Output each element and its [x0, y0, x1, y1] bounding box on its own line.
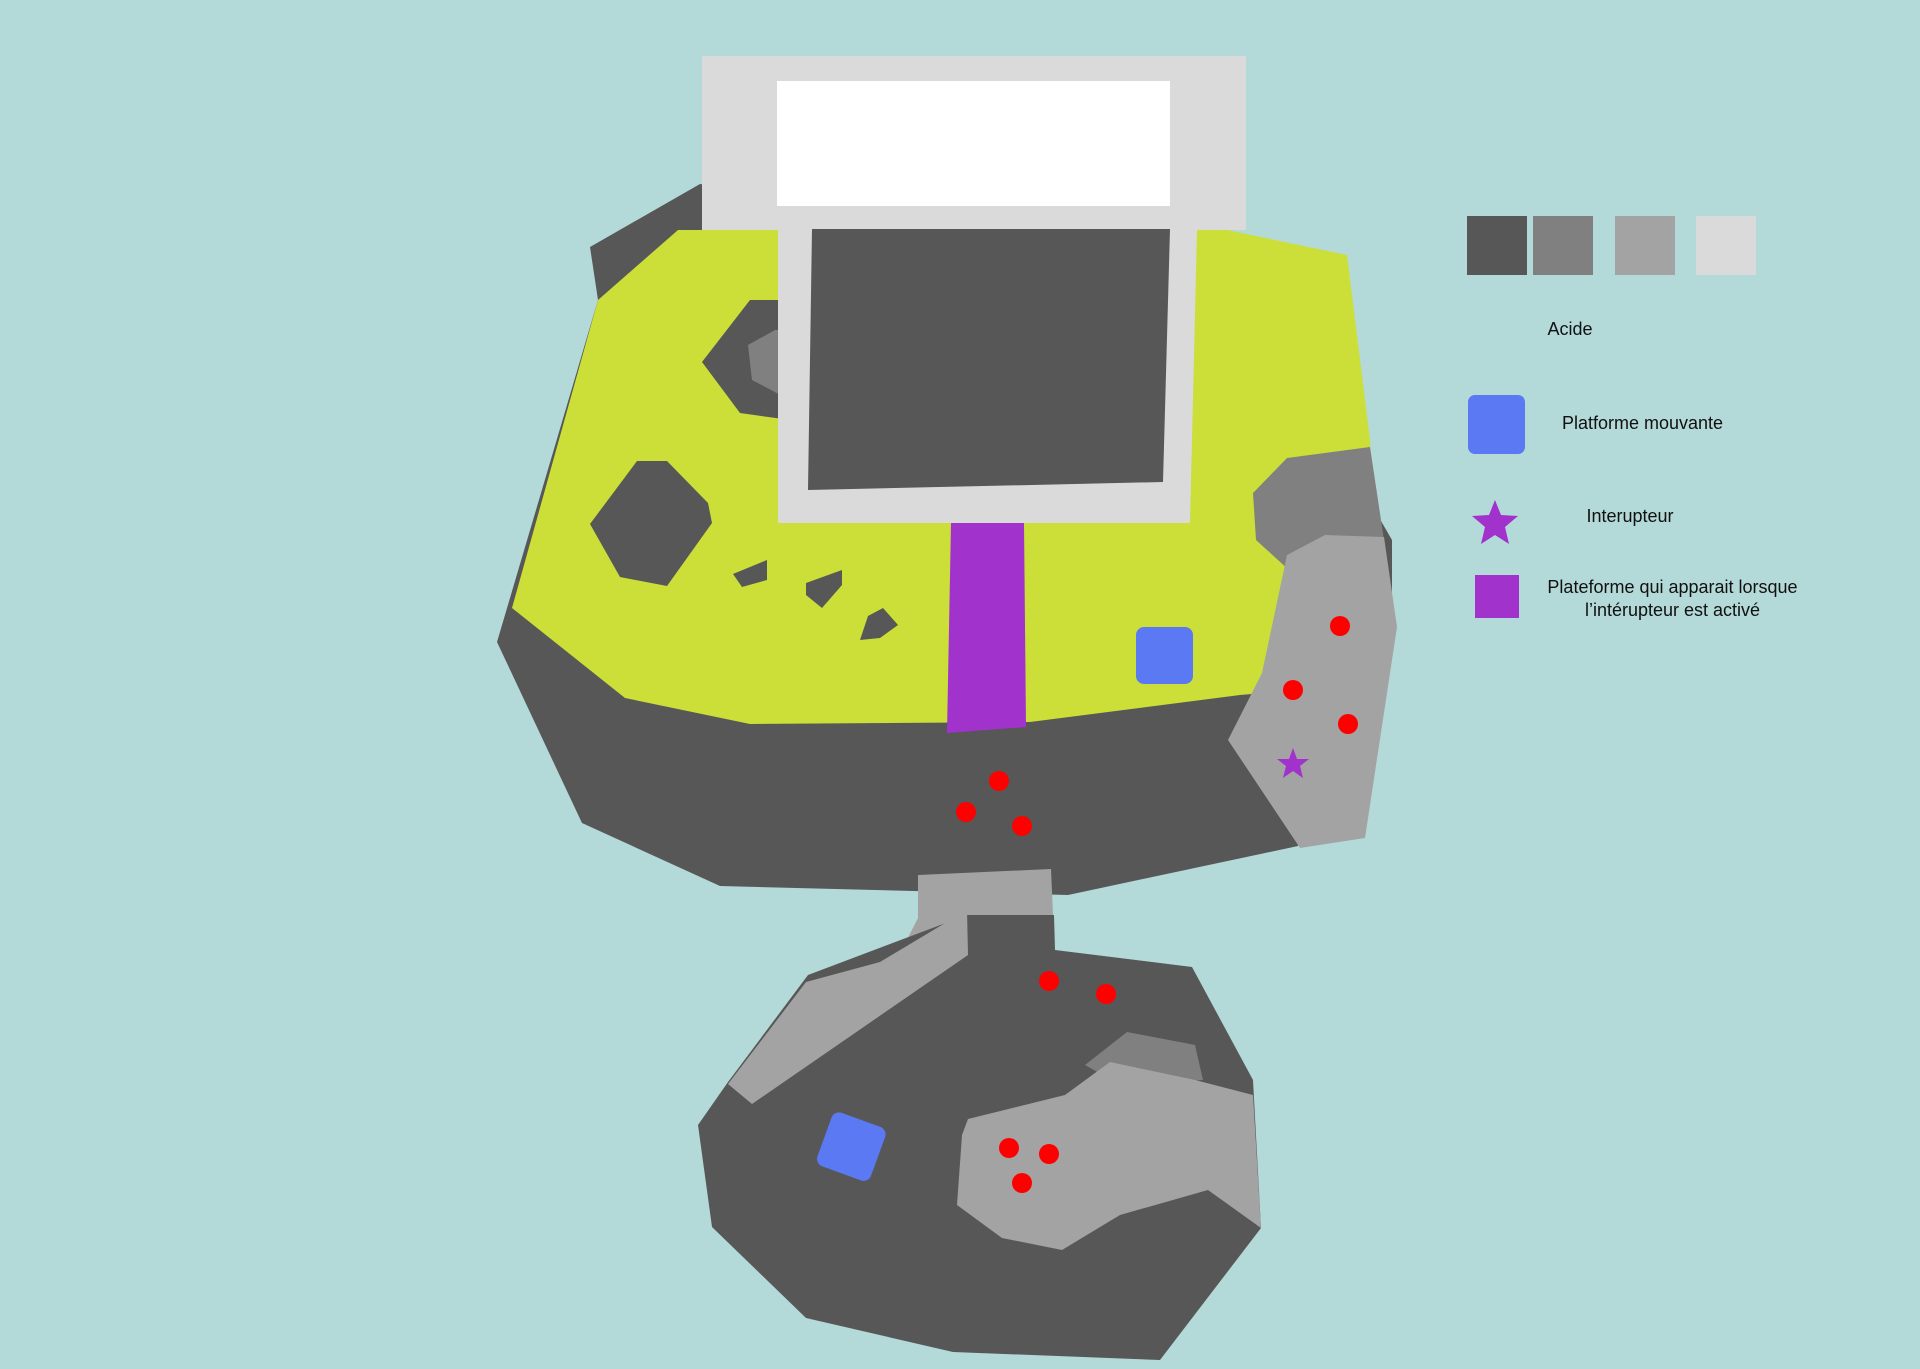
legend-switch-platform-label-line2: l’intérupteur est activé: [1584, 600, 1761, 620]
hazard-dot: [1012, 816, 1032, 836]
legend-switch-platform-label-line1: Plateforme qui apparait lorsque: [1547, 577, 1798, 597]
legend-switch-star-icon: [1472, 500, 1518, 544]
rock-hexagon: [590, 461, 712, 586]
legend-acid-label: Acide: [1547, 319, 1593, 339]
lower-island-pale-edge: [728, 910, 968, 1104]
hazard-dot: [1330, 616, 1350, 636]
palette-swatch-light: [1615, 216, 1675, 275]
rock-chip-3: [860, 608, 898, 640]
hazard-dot: [999, 1138, 1019, 1158]
moving-platform-upper: [1136, 627, 1193, 684]
hazard-dot: [989, 771, 1009, 791]
palette-swatch-pale: [1696, 216, 1756, 275]
right-rock-light: [1228, 535, 1397, 848]
switch-platform: [947, 523, 1026, 733]
moving-platform-lower: [817, 1112, 886, 1181]
hazard-dot: [1096, 984, 1116, 1004]
rock-chip-2: [806, 570, 842, 608]
hazard-dot: [1012, 1173, 1032, 1193]
legend-moving-platform-label: Platforme mouvante: [1561, 413, 1724, 433]
hazard-dots: [956, 616, 1358, 1193]
rock-chip-1: [733, 560, 767, 587]
palette-swatch-mid: [1533, 216, 1593, 275]
hazard-dot: [956, 802, 976, 822]
hazard-dot: [1283, 680, 1303, 700]
hazard-dot: [1338, 714, 1358, 734]
bridge-rock: [851, 869, 1053, 1050]
legend-switch-platform-icon: [1475, 575, 1519, 618]
legend-switch-label: Interupteur: [1586, 506, 1674, 526]
dark-rock-screen: [808, 229, 1170, 490]
palette-swatch-dark: [1467, 216, 1527, 275]
white-panel: [777, 81, 1170, 206]
lower-right-rock-light: [957, 1062, 1261, 1250]
switch-star-upper: [1277, 748, 1309, 778]
hazard-dot: [1039, 1144, 1059, 1164]
rock-outcrop-top-left: [702, 300, 790, 420]
hazard-dot: [1039, 971, 1059, 991]
legend-moving-platform-icon: [1468, 395, 1525, 454]
legend-palette: [1467, 216, 1756, 275]
